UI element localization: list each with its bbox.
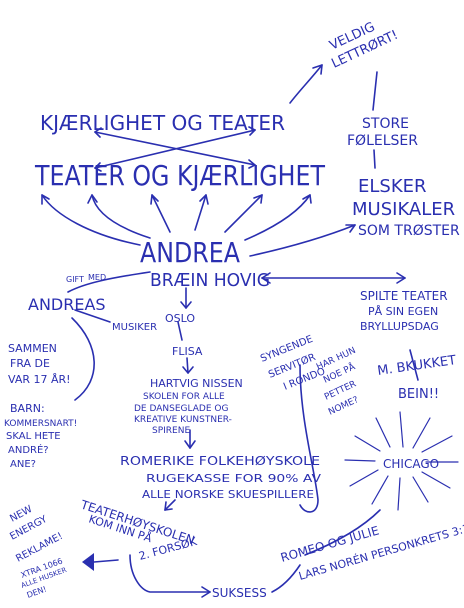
arrowhead-teaterhoyskolen	[164, 501, 173, 511]
romerike-line2: RUGEKASSE FOR 90% AV	[146, 472, 322, 485]
arrowhead-oslo	[180, 301, 192, 309]
text-nodes: VELDIG LETTRØRT! KJÆRLIGHET OG TEATER TE…	[4, 20, 464, 600]
musiker: MUSIKER	[112, 322, 157, 333]
line-to-bkukket	[409, 349, 419, 381]
spoke-1-head	[41, 194, 50, 205]
arrow-veldig-to-kjaerlighet	[289, 64, 323, 104]
line-store-to-elsker	[373, 149, 376, 169]
line-gift-med	[67, 271, 151, 293]
arrowhead-hovig-left	[261, 272, 271, 284]
arrow-romerike-to-teaterhoyskolen	[164, 499, 176, 511]
arrow-andrea-to-elsker	[249, 224, 356, 257]
store-folelser-line1: STORE	[362, 116, 409, 132]
sammen-line3: VAR 17 ÅR!	[8, 373, 71, 386]
hartvig-line1: HARTVIG NISSEN	[150, 377, 243, 390]
barn-line1: BARN:	[10, 402, 45, 415]
arrowhead-cross-3	[248, 126, 256, 136]
spoke-5	[224, 194, 263, 233]
barn-line4: ANDRÉ?	[8, 443, 49, 456]
teater-og-kjaerlighet: TEATER OG KJÆRLIGHET	[34, 159, 326, 192]
elsker-line3: SOM TRØSTER	[358, 223, 460, 239]
romerike-line1: ROMERIKE FOLKEHØYSKOLE	[120, 454, 320, 468]
arrowhead-suksess	[201, 586, 211, 598]
barn-line2: KOMMERSNART!	[4, 419, 77, 429]
line-syngende-loop	[299, 364, 319, 513]
connector-lines	[41, 64, 459, 598]
romerike-line3: ALLE NORSKE SKUESPILLERE	[142, 488, 314, 501]
line-oslo-to-flisa	[177, 321, 183, 341]
flisa: FLISA	[172, 345, 203, 358]
spoke-3-head	[150, 194, 159, 205]
arrowhead-cross-1	[94, 127, 102, 138]
spoke-4	[194, 194, 207, 231]
kjaerlighet-og-teater: KJÆRLIGHET OG TEATER	[40, 111, 285, 135]
andreas: ANDREAS	[28, 295, 106, 314]
elsker-line1: ELSKER	[358, 176, 427, 197]
store-folelser-line2: FØLELSER	[347, 133, 418, 149]
line-teaterhoyskolen-to-suksess	[129, 554, 211, 593]
andrea: ANDREA	[140, 236, 240, 269]
line-chicago-to-romeo	[304, 509, 381, 556]
hartvig-line4: KREATIVE KUNSTNER-	[134, 415, 232, 425]
spoke-1	[41, 194, 141, 246]
line-andreas-to-musiker	[74, 309, 111, 323]
spilte-line2: PÅ SIN EGEN	[368, 305, 438, 318]
barn-line3: SKAL HETE	[6, 431, 61, 442]
line-romeo-to-suksess	[271, 564, 301, 593]
chicago: CHICAGO	[383, 457, 439, 471]
arrowhead-veldig	[312, 64, 323, 75]
arrowhead-romerike	[184, 440, 196, 449]
spilte-line1: SPILTE TEATER	[360, 289, 448, 303]
gift-med-line1: GIFT	[66, 275, 84, 284]
spoke-6	[244, 194, 311, 241]
triangle-arrow-new-energy	[82, 553, 94, 571]
arrowhead-cross-4	[248, 159, 256, 169]
arrowhead-hartvig	[182, 366, 194, 374]
oslo: OSLO	[165, 312, 195, 325]
spoke-3	[151, 194, 171, 233]
spoke-6-head	[302, 194, 312, 204]
hartvig-line5: SPIRENE	[152, 426, 190, 436]
spoke-2	[91, 194, 151, 239]
spoke-4-head	[199, 194, 209, 205]
elsker-line2: MUSIKALER	[352, 199, 455, 220]
spilte-line3: BRYLLUPSDAG	[360, 320, 439, 333]
arrow-flisa-to-hartvig	[186, 357, 189, 374]
arrowhead-hovig-right	[396, 272, 406, 284]
arrowhead-elsker	[345, 224, 356, 233]
braein-hovig: BRÆIN HOVIG	[150, 270, 270, 291]
bkukket-line2: BEIN!!	[398, 387, 439, 402]
barn-line5: ANE?	[10, 459, 36, 470]
line-veldig-to-store	[372, 71, 378, 111]
spoke-2-head	[87, 194, 98, 204]
hartvig-line2: SKOLEN FOR ALLE	[143, 392, 225, 402]
spoke-5-head	[253, 194, 263, 204]
line-andreas-to-barn	[71, 317, 95, 401]
arrowhead-cross-2	[94, 162, 102, 172]
chicago-starburst	[344, 411, 459, 511]
suksess: SUKSESS	[212, 586, 267, 600]
hartvig-line3: DE DANSEGLADE OG	[134, 404, 228, 414]
gift-med-line2: MED	[88, 273, 106, 282]
sammen-line1: SAMMEN	[8, 342, 57, 355]
cross-arrow-2	[94, 129, 256, 169]
sammen-line2: FRA DE	[10, 357, 50, 370]
line-to-triangle	[93, 559, 119, 563]
